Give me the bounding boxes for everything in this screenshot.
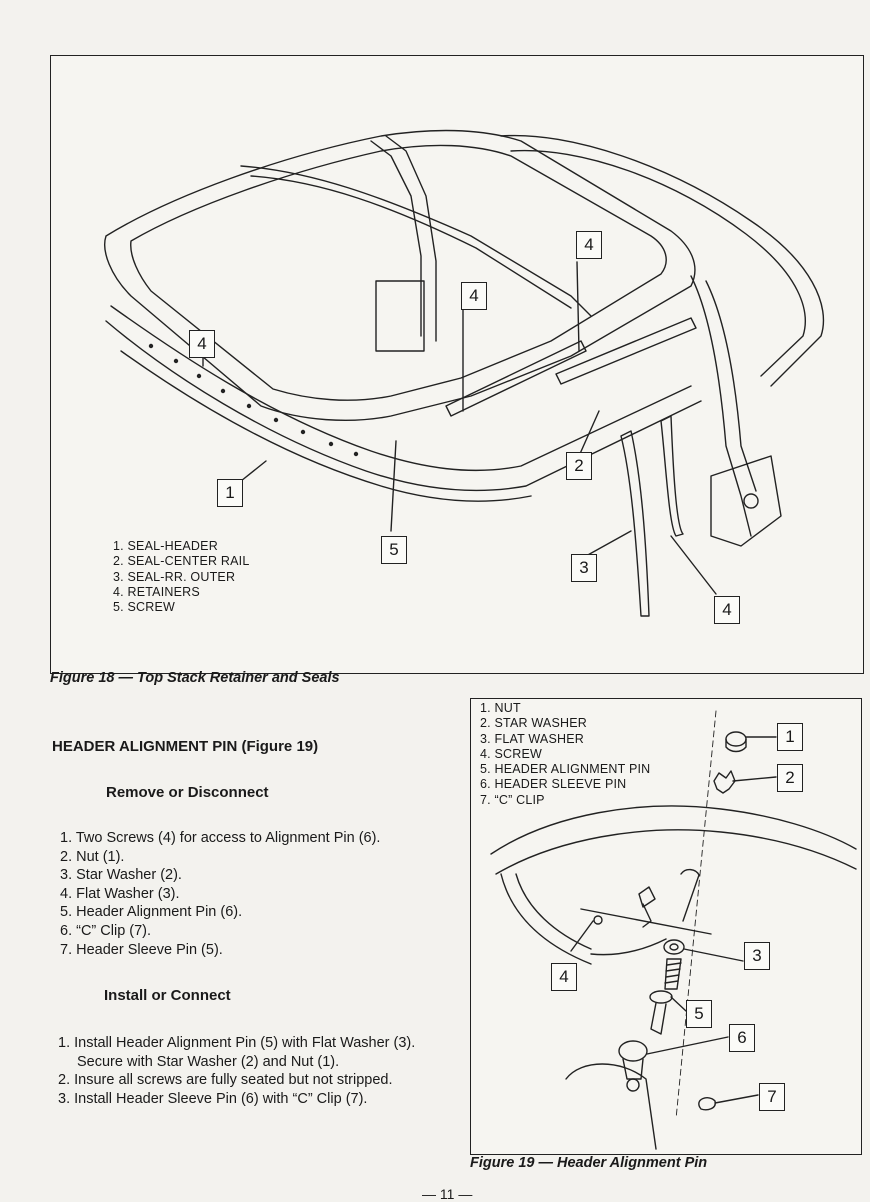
callout-1: 1	[777, 723, 803, 751]
list-item-continuation: Secure with Star Washer (2) and Nut (1).	[77, 1053, 340, 1070]
legend-item: 3. SEAL-RR. OUTER	[113, 569, 236, 584]
callout-5: 5	[686, 1000, 712, 1028]
legend-item: 5. SCREW	[113, 600, 176, 615]
figure-19-frame: 1 2 3 4 5 6 7 1. NUT 2. STAR WASHER 3. F…	[470, 698, 862, 1155]
callout-4: 4	[576, 231, 602, 259]
legend-item: 2. SEAL-CENTER RAIL	[113, 554, 250, 569]
list-item: 7. Header Sleeve Pin (5).	[60, 941, 223, 958]
legend-item: 1. NUT	[480, 701, 521, 715]
legend-item: 2. STAR WASHER	[480, 716, 587, 731]
callout-7: 7	[759, 1083, 785, 1111]
remove-title: Remove or Disconnect	[106, 784, 269, 801]
list-item: 5. Header Alignment Pin (6).	[60, 904, 243, 921]
callout-5: 5	[381, 536, 407, 564]
list-item: 4. Flat Washer (3).	[60, 885, 180, 902]
callout-4: 4	[461, 282, 487, 310]
list-item: 1. Install Header Alignment Pin (5) with…	[58, 1035, 416, 1051]
section-heading: HEADER ALIGNMENT PIN (Figure 19)	[52, 738, 319, 755]
callout-2: 2	[566, 452, 592, 480]
callout-6: 6	[729, 1024, 755, 1052]
figure-19-legend: 1. NUT 2. STAR WASHER 3. FLAT WASHER 4. …	[480, 701, 650, 808]
legend-item: 5. HEADER ALIGNMENT PIN	[480, 762, 651, 777]
legend-item: 7. “C” CLIP	[480, 792, 545, 807]
legend-item: 4. RETAINERS	[113, 584, 200, 599]
top-stack-illustration	[104, 129, 825, 617]
list-item: 2. Insure all screws are fully seated bu…	[58, 1072, 393, 1089]
legend-item: 4. SCREW	[480, 746, 543, 761]
legend-item: 3. FLAT WASHER	[480, 731, 584, 746]
figure-18-frame: 4 1 5 4 4 2 3 4 1. SEAL-HEADER 2. SEAL-C…	[50, 55, 864, 674]
list-item: 6. “C” Clip (7).	[60, 922, 152, 939]
callout-2: 2	[777, 764, 803, 792]
legend-item: 1. SEAL-HEADER	[113, 539, 218, 553]
callout-1: 1	[217, 479, 243, 507]
page-number: — 11 —	[422, 1186, 473, 1202]
remove-steps-list: 1. Two Screws (4) for access to Alignmen…	[60, 829, 380, 959]
list-item: 2. Nut (1).	[60, 848, 125, 865]
callout-4: 4	[189, 330, 215, 358]
install-title: Install or Connect	[104, 987, 231, 1004]
figure-19-caption: Figure 19 — Header Alignment Pin	[470, 1155, 708, 1171]
callout-3: 3	[744, 942, 770, 970]
alignment-pin-illustration	[490, 710, 857, 1150]
figure-18-legend: 1. SEAL-HEADER 2. SEAL-CENTER RAIL 3. SE…	[113, 539, 249, 615]
list-item: 3. Star Washer (2).	[60, 867, 182, 884]
legend-item: 6. HEADER SLEEVE PIN	[480, 777, 627, 792]
callout-4: 4	[551, 963, 577, 991]
list-item: 1. Two Screws (4) for access to Alignmen…	[60, 830, 381, 846]
list-item: 3. Install Header Sleeve Pin (6) with “C…	[58, 1090, 368, 1107]
callout-4: 4	[714, 596, 740, 624]
figure-18-caption: Figure 18 — Top Stack Retainer and Seals	[50, 670, 340, 686]
callout-3: 3	[571, 554, 597, 582]
install-steps-list: 1. Install Header Alignment Pin (5) with…	[58, 1034, 415, 1108]
